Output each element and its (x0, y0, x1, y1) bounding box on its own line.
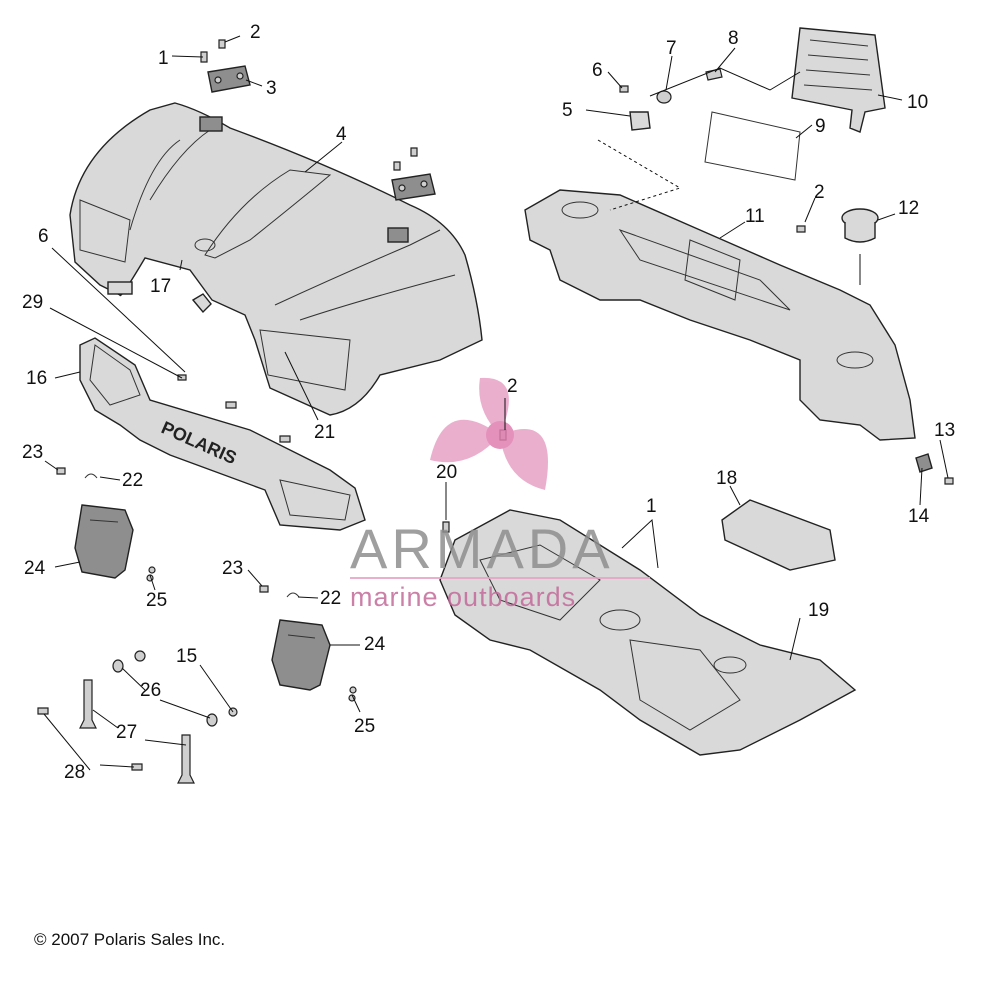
clip-17 (191, 293, 212, 314)
watermark-tagline: marine outboards (350, 582, 576, 612)
callout-20: 20 (436, 462, 457, 483)
leader-lines (43, 35, 949, 771)
callout-22: 22 (122, 470, 143, 491)
hood-panel (69, 102, 483, 416)
callout-23: 23 (222, 558, 243, 579)
callout-10: 10 (907, 92, 928, 113)
callout-6: 6 (38, 226, 49, 247)
grommet-hardware (619, 68, 723, 131)
callout-25: 25 (146, 590, 167, 611)
hinge-lower (391, 173, 436, 201)
callout-1: 1 (158, 48, 169, 69)
callout-26: 26 (140, 680, 161, 701)
callout-15: 15 (176, 646, 197, 667)
callout-23: 23 (22, 442, 43, 463)
callout-22: 22 (320, 588, 341, 609)
callout-2: 2 (250, 22, 261, 43)
screws-hood (200, 39, 418, 171)
callout-28: 28 (64, 762, 85, 783)
callout-11: 11 (745, 206, 765, 227)
callout-4: 4 (336, 124, 347, 145)
callout-5: 5 (562, 100, 573, 121)
callout-24: 24 (364, 634, 386, 655)
callout-1: 1 (646, 496, 657, 517)
callout-2: 2 (814, 182, 825, 203)
callout-13: 13 (934, 420, 955, 441)
floor-pan (439, 509, 857, 756)
callout-2: 2 (507, 376, 518, 397)
callout-12: 12 (898, 198, 919, 219)
copyright-notice: © 2007 Polaris Sales Inc. (34, 930, 226, 949)
rear-grille (791, 27, 886, 133)
callout-7: 7 (666, 38, 677, 59)
rear-cargo-body (524, 189, 916, 441)
callout-21: 21 (314, 422, 335, 443)
callout-29: 29 (22, 292, 43, 313)
headlight-right (271, 619, 331, 691)
watermark-name: ARMADA (350, 517, 614, 580)
small-hardware (37, 225, 954, 784)
callout-16: 16 (26, 368, 47, 389)
gasket-9 (704, 111, 801, 181)
callout-14: 14 (908, 506, 930, 527)
armada-watermark: ARMADA marine outboards (350, 377, 650, 612)
callout-27: 27 (116, 722, 137, 743)
callout-17: 17 (150, 276, 171, 297)
headlight-left (74, 504, 134, 579)
cap-12 (841, 208, 879, 243)
callout-3: 3 (266, 78, 277, 99)
access-panel-18 (721, 499, 836, 571)
hinge-upper (207, 65, 251, 93)
callout-24: 24 (24, 558, 46, 579)
callout-19: 19 (808, 600, 829, 621)
callout-6: 6 (592, 60, 603, 81)
callout-9: 9 (815, 116, 826, 137)
callout-8: 8 (728, 28, 739, 49)
propeller-logo-icon (430, 377, 548, 490)
callout-18: 18 (716, 468, 737, 489)
callout-labels: 1 2 3 4 6 7 8 5 9 10 2 11 12 6 29 17 16 … (22, 22, 955, 783)
callout-25: 25 (354, 716, 375, 737)
